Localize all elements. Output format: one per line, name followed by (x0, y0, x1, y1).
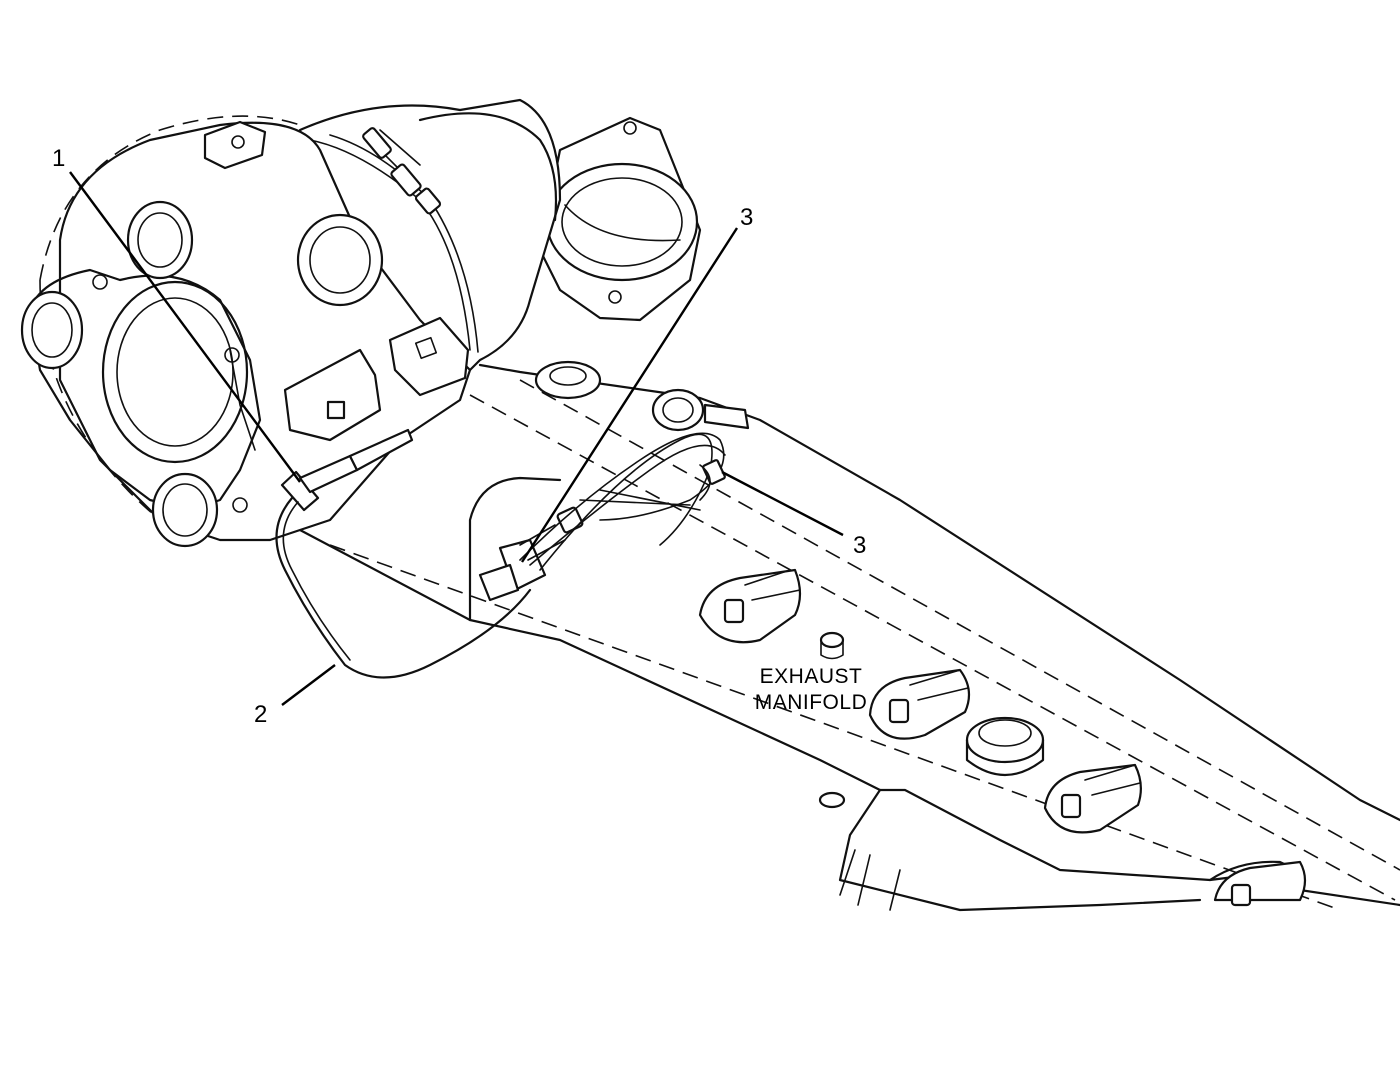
leader-line-2 (281, 664, 336, 706)
exhaust-manifold-label-line1: EXHAUST (760, 665, 863, 688)
manifold-port-2 (868, 668, 971, 740)
temperature-sensor (280, 428, 414, 512)
exhaust-manifold-label-line2: MANIFOLD (755, 691, 868, 714)
wire-harness-loop (519, 388, 750, 571)
callout-2: 2 (254, 701, 267, 728)
wire-clip-lower (478, 506, 584, 602)
callout-1: 1 (52, 145, 65, 172)
turbine-housing (20, 115, 472, 548)
leader-line-1 (69, 171, 301, 483)
callout-3b: 3 (853, 532, 866, 559)
sensor-wire (275, 496, 532, 679)
leader-line-3b (721, 470, 844, 537)
manifold-boss (534, 360, 1045, 809)
callout-3a: 3 (740, 204, 753, 231)
manifold-port-1 (698, 568, 802, 644)
wire-clip-upper (699, 459, 726, 501)
exhaust-manifold (298, 363, 1400, 912)
leader-line-3a (520, 227, 739, 563)
manifold-port-3 (1043, 763, 1142, 834)
manifold-port-4 (1213, 860, 1307, 907)
turbine-outlet-elbow (538, 116, 702, 322)
